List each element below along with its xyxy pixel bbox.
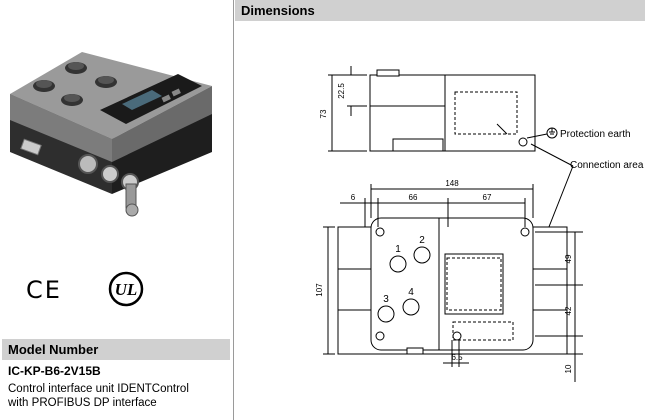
connector-1-label: 1 (395, 244, 401, 255)
product-photo (10, 52, 212, 217)
dim-148: 148 (445, 179, 459, 188)
model-number: IC-KP-B6-2V15B (8, 364, 101, 378)
model-number-header: Model Number (2, 339, 230, 360)
column-divider (233, 0, 234, 420)
connector-3-label: 3 (383, 294, 389, 305)
connector-4-label: 4 (408, 287, 414, 298)
dimensions-column: Dimensions (235, 0, 645, 420)
ul-mark-text: UL (115, 280, 138, 299)
dim-6-5: 6.5 (451, 353, 463, 362)
dim-66: 66 (409, 193, 418, 202)
description-line-1: Control interface unit IDENTControl (8, 383, 189, 395)
ce-mark-icon: CE (26, 276, 62, 304)
dim-6: 6 (351, 193, 356, 202)
dimension-drawing: 22.5 73 Protection earth Connection area… (315, 66, 644, 382)
dim-107: 107 (315, 283, 324, 297)
connection-area-label: Connection area (570, 160, 644, 171)
dim-42: 42 (564, 306, 573, 315)
description-line-2: with PROFIBUS DP interface (8, 397, 157, 409)
dim-10: 10 (564, 364, 573, 373)
certification-marks: CE UL (0, 268, 232, 312)
dim-49: 49 (564, 254, 573, 263)
dim-73: 73 (319, 109, 328, 118)
product-column: CE UL Model Number IC-KP-B6-2V15B Contro… (0, 0, 232, 420)
dim-22-5: 22.5 (337, 83, 346, 99)
dimensions-header: Dimensions (235, 0, 645, 21)
protection-earth-label: Protection earth (560, 129, 631, 140)
dim-67: 67 (483, 193, 492, 202)
connector-2-label: 2 (419, 235, 425, 246)
ul-listed-icon: UL (108, 271, 144, 307)
model-description: Control interface unit IDENTControl with… (8, 382, 228, 410)
